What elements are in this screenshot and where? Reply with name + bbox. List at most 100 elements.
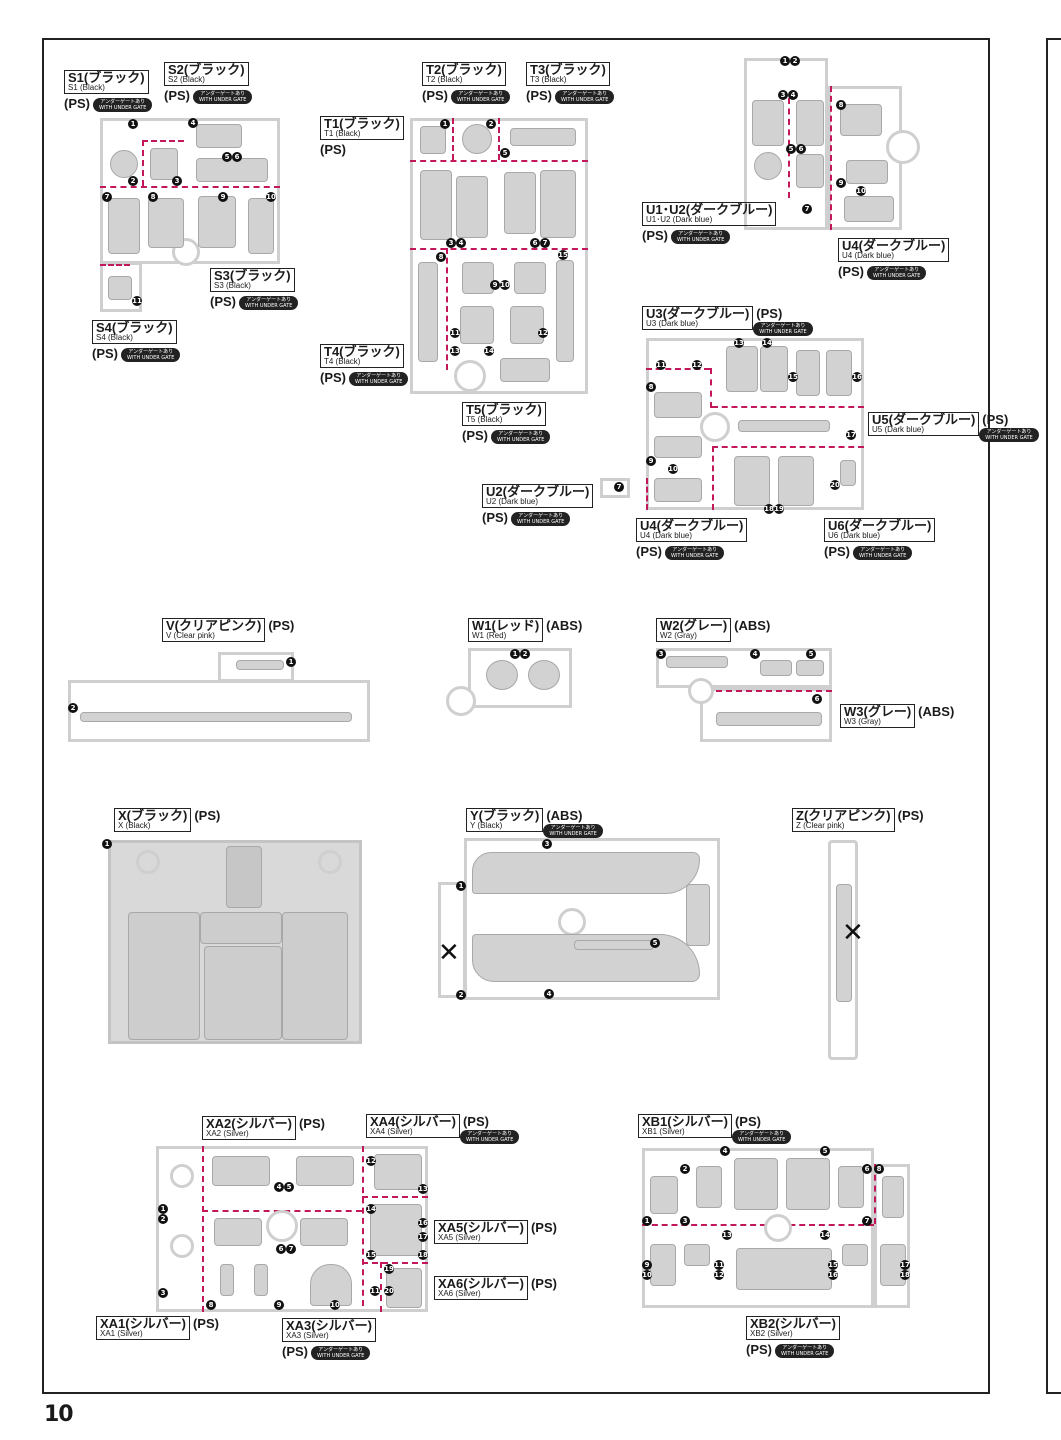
runner-code: W1(レッド) [472,618,540,633]
runner-label-box: T5(ブラック)T5 (Black) [462,402,546,426]
part-number-10: 10 [266,192,276,202]
runner-label-box: U3(ダークブルー)U3 (Dark blue) [642,306,754,330]
part-number-17: 17 [418,1232,428,1242]
part-number-11: 11 [132,296,142,306]
runner-label-box: V(クリアピンク)V (Clear pink) [162,618,266,642]
runner-ring [170,1234,194,1258]
material-label: (PS) [530,1276,557,1291]
sprue-XA [156,1146,428,1312]
do-not-use-mark: ✕ [438,938,460,968]
part [108,276,132,300]
badge-line-en: WITH UNDER GATE [465,1137,514,1143]
gate-line [362,1146,364,1306]
part [300,1218,348,1246]
runner-code: XB2(シルバー) [750,1316,836,1331]
part-number-12: 12 [692,360,702,370]
sprue-Z [828,840,858,1060]
part [248,198,274,254]
page-number: 10 [44,1402,74,1427]
badge-line-jp: アンダーゲートあり [458,90,504,97]
part-number-3: 3 [680,1216,690,1226]
runner-ring [170,1164,194,1188]
part-number-5: 5 [222,152,232,162]
badge-line-en: WITH UNDER GATE [781,1350,829,1357]
part-number-11: 11 [714,1260,724,1270]
runner-color-english: T5 (Black) [466,415,503,424]
part-number-3: 3 [542,839,552,849]
part [196,124,242,148]
part [198,196,236,248]
runner-label-box: U5(ダークブルー)U5 (Dark blue) [868,412,980,436]
runner-label-box: W3(グレー)W3 (Gray) [840,704,916,728]
gate-line [362,1196,428,1198]
gate-line [202,1146,204,1312]
material-label: (PS) [422,88,448,103]
part [310,1264,352,1306]
part-number-7: 7 [540,238,550,248]
gate-line [646,478,648,510]
runner-label-box: X(ブラック)X (Black) [114,808,192,832]
runner-code: T5(ブラック) [466,402,542,417]
runner-label-box: U6(ダークブルー)U6 (Dark blue) [824,518,936,542]
part-number-9: 9 [274,1300,284,1310]
part-number-8: 8 [836,100,846,110]
gate-line [874,1164,876,1224]
material-label: (PS) [734,1114,761,1129]
runner-ring [172,238,200,266]
part-number-10: 10 [642,1270,652,1280]
part-number-7: 7 [286,1244,296,1254]
part-number-5: 5 [650,938,660,948]
part [528,660,560,690]
part [504,172,536,234]
badge-line-en: WITH UNDER GATE [671,552,719,559]
runner-color-english: T1 (Black) [324,129,361,138]
part [666,656,728,668]
material-label: (PS) [642,228,668,243]
part [844,196,894,222]
part-number-8: 8 [206,1300,216,1310]
part-number-9: 9 [646,456,656,466]
blade-part [80,712,352,722]
part-number-1: 1 [642,1216,652,1226]
badge-line-jp: アンダーゲートあり [678,230,724,237]
runner-label-xa6: XA6(シルバー)XA6 (Silver)(PS) [434,1276,557,1300]
gate-line [712,406,864,408]
runner-label-box: XB1(シルバー)XB1 (Silver) [638,1114,732,1138]
runner-label-box: U4(ダークブルー)U4 (Dark blue) [838,238,950,262]
part-number-9: 9 [490,280,500,290]
part-number-2: 2 [68,703,78,713]
part-number-3: 3 [656,649,666,659]
part-number-1: 1 [286,657,296,667]
runner-color-english: U2 (Dark blue) [486,497,539,506]
material-label: (PS) [282,1344,308,1359]
runner-code: T3(ブラック) [530,62,606,77]
runner-ring [764,1214,792,1242]
part-number-14: 14 [484,346,494,356]
part [842,1244,868,1266]
part [214,1218,262,1246]
badge-line-en: WITH UNDER GATE [457,96,505,103]
part [226,846,262,908]
part [254,1264,268,1296]
part-number-19: 19 [774,504,784,514]
part [796,350,820,396]
badge-line-en: WITH UNDER GATE [549,831,597,837]
part-number-9: 9 [836,178,846,188]
part-number-7: 7 [862,1216,872,1226]
part-number-4: 4 [544,989,554,999]
runner-code: U1･U2(ダークブルー) [646,202,773,217]
runner-code: S1(ブラック) [68,70,145,85]
part [282,912,348,1040]
